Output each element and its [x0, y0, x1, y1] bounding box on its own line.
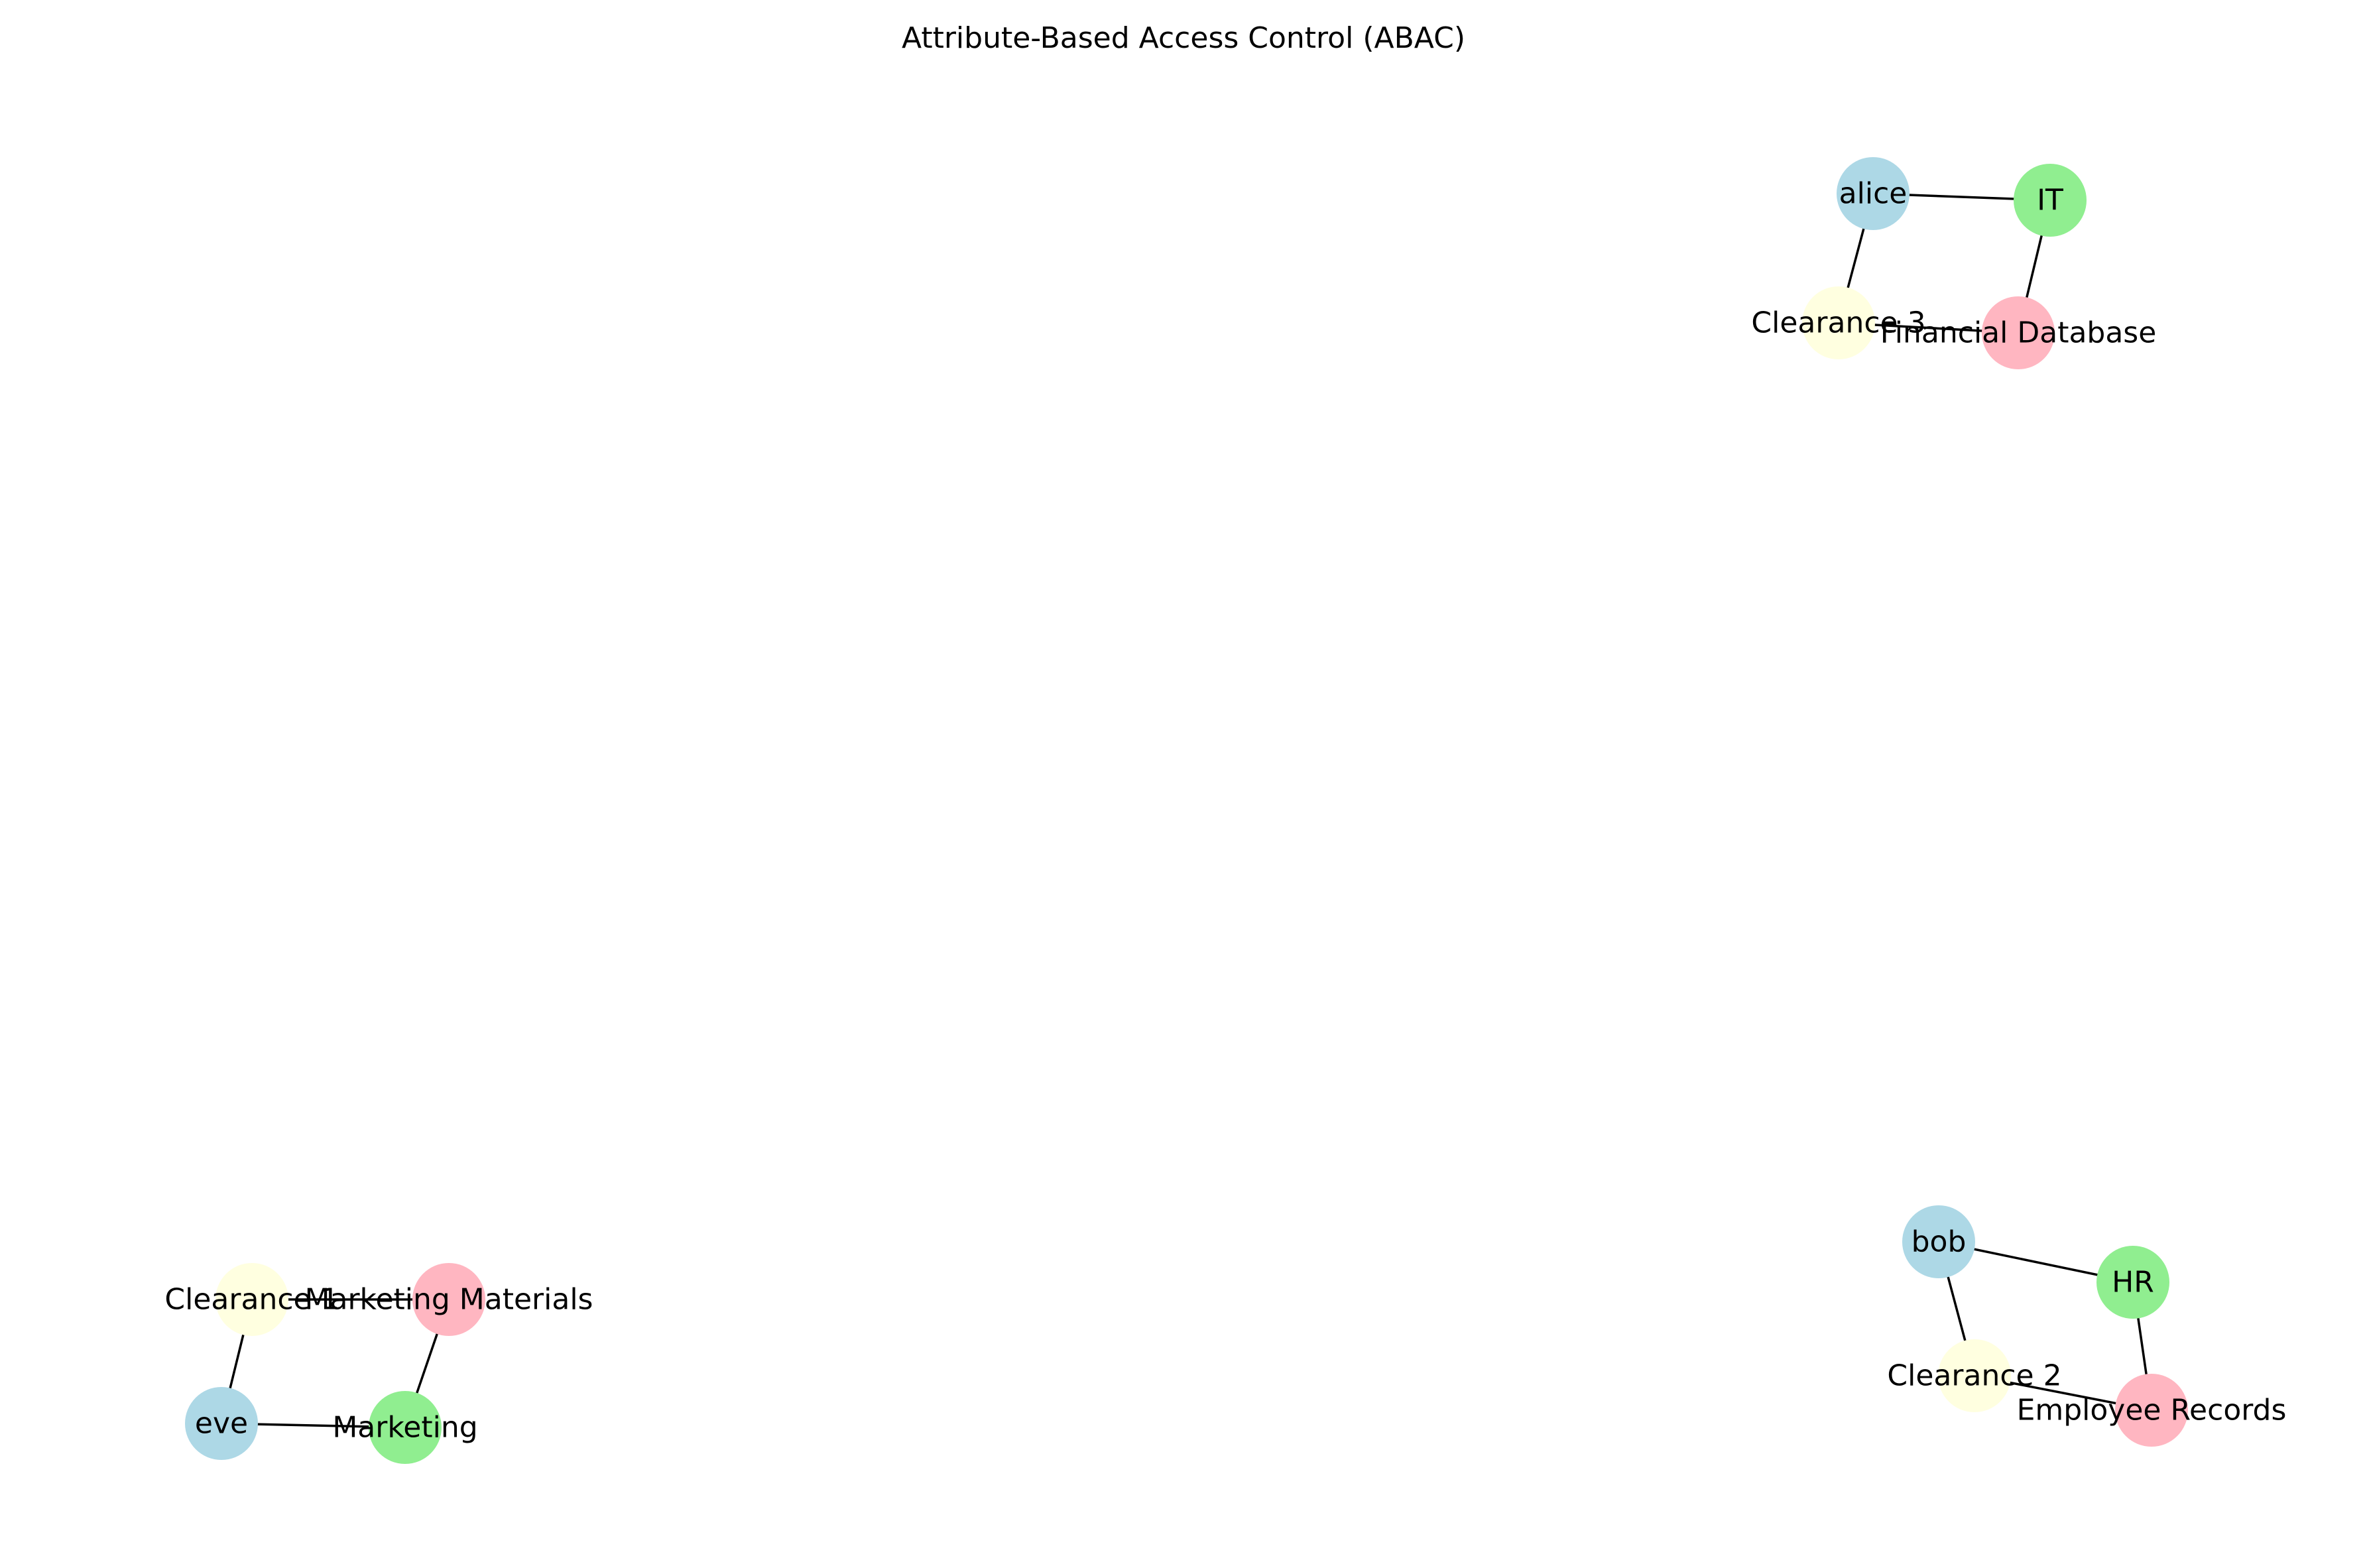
edge-layer [220, 192, 2153, 1429]
node-employee-records [2115, 1374, 2188, 1447]
node-layer [185, 157, 2188, 1464]
node-clearance-1 [215, 1263, 288, 1336]
node-clearance-2 [1938, 1339, 2011, 1412]
node-financial-database [1982, 296, 2055, 369]
node-label-clearance-1: Clearance 1 [164, 1283, 339, 1317]
node-label-alice: alice [1839, 177, 1908, 211]
node-eve [185, 1387, 258, 1460]
node-label-eve: eve [195, 1407, 248, 1441]
node-it [2014, 164, 2087, 237]
node-marketing [369, 1391, 442, 1464]
node-hr [2096, 1246, 2169, 1319]
node-marketing-materials [412, 1263, 485, 1336]
chart-title: Attribute-Based Access Control (ABAC) [902, 21, 1465, 55]
node-clearance-3 [1802, 286, 1875, 359]
node-label-financial-database: Financial Database [1880, 316, 2157, 350]
node-label-employee-records: Employee Records [2017, 1394, 2287, 1427]
node-label-clearance-2: Clearance 2 [1887, 1359, 2061, 1393]
node-label-hr: HR [2112, 1266, 2154, 1299]
node-label-it: IT [2037, 184, 2063, 217]
node-alice [1837, 157, 1910, 230]
node-label-clearance-3: Clearance 3 [1751, 306, 1925, 340]
node-label-marketing-materials: Marketing Materials [305, 1283, 593, 1317]
node-label-bob: bob [1912, 1225, 1967, 1259]
node-label-marketing: Marketing [332, 1411, 477, 1445]
node-bob [1902, 1205, 1975, 1278]
